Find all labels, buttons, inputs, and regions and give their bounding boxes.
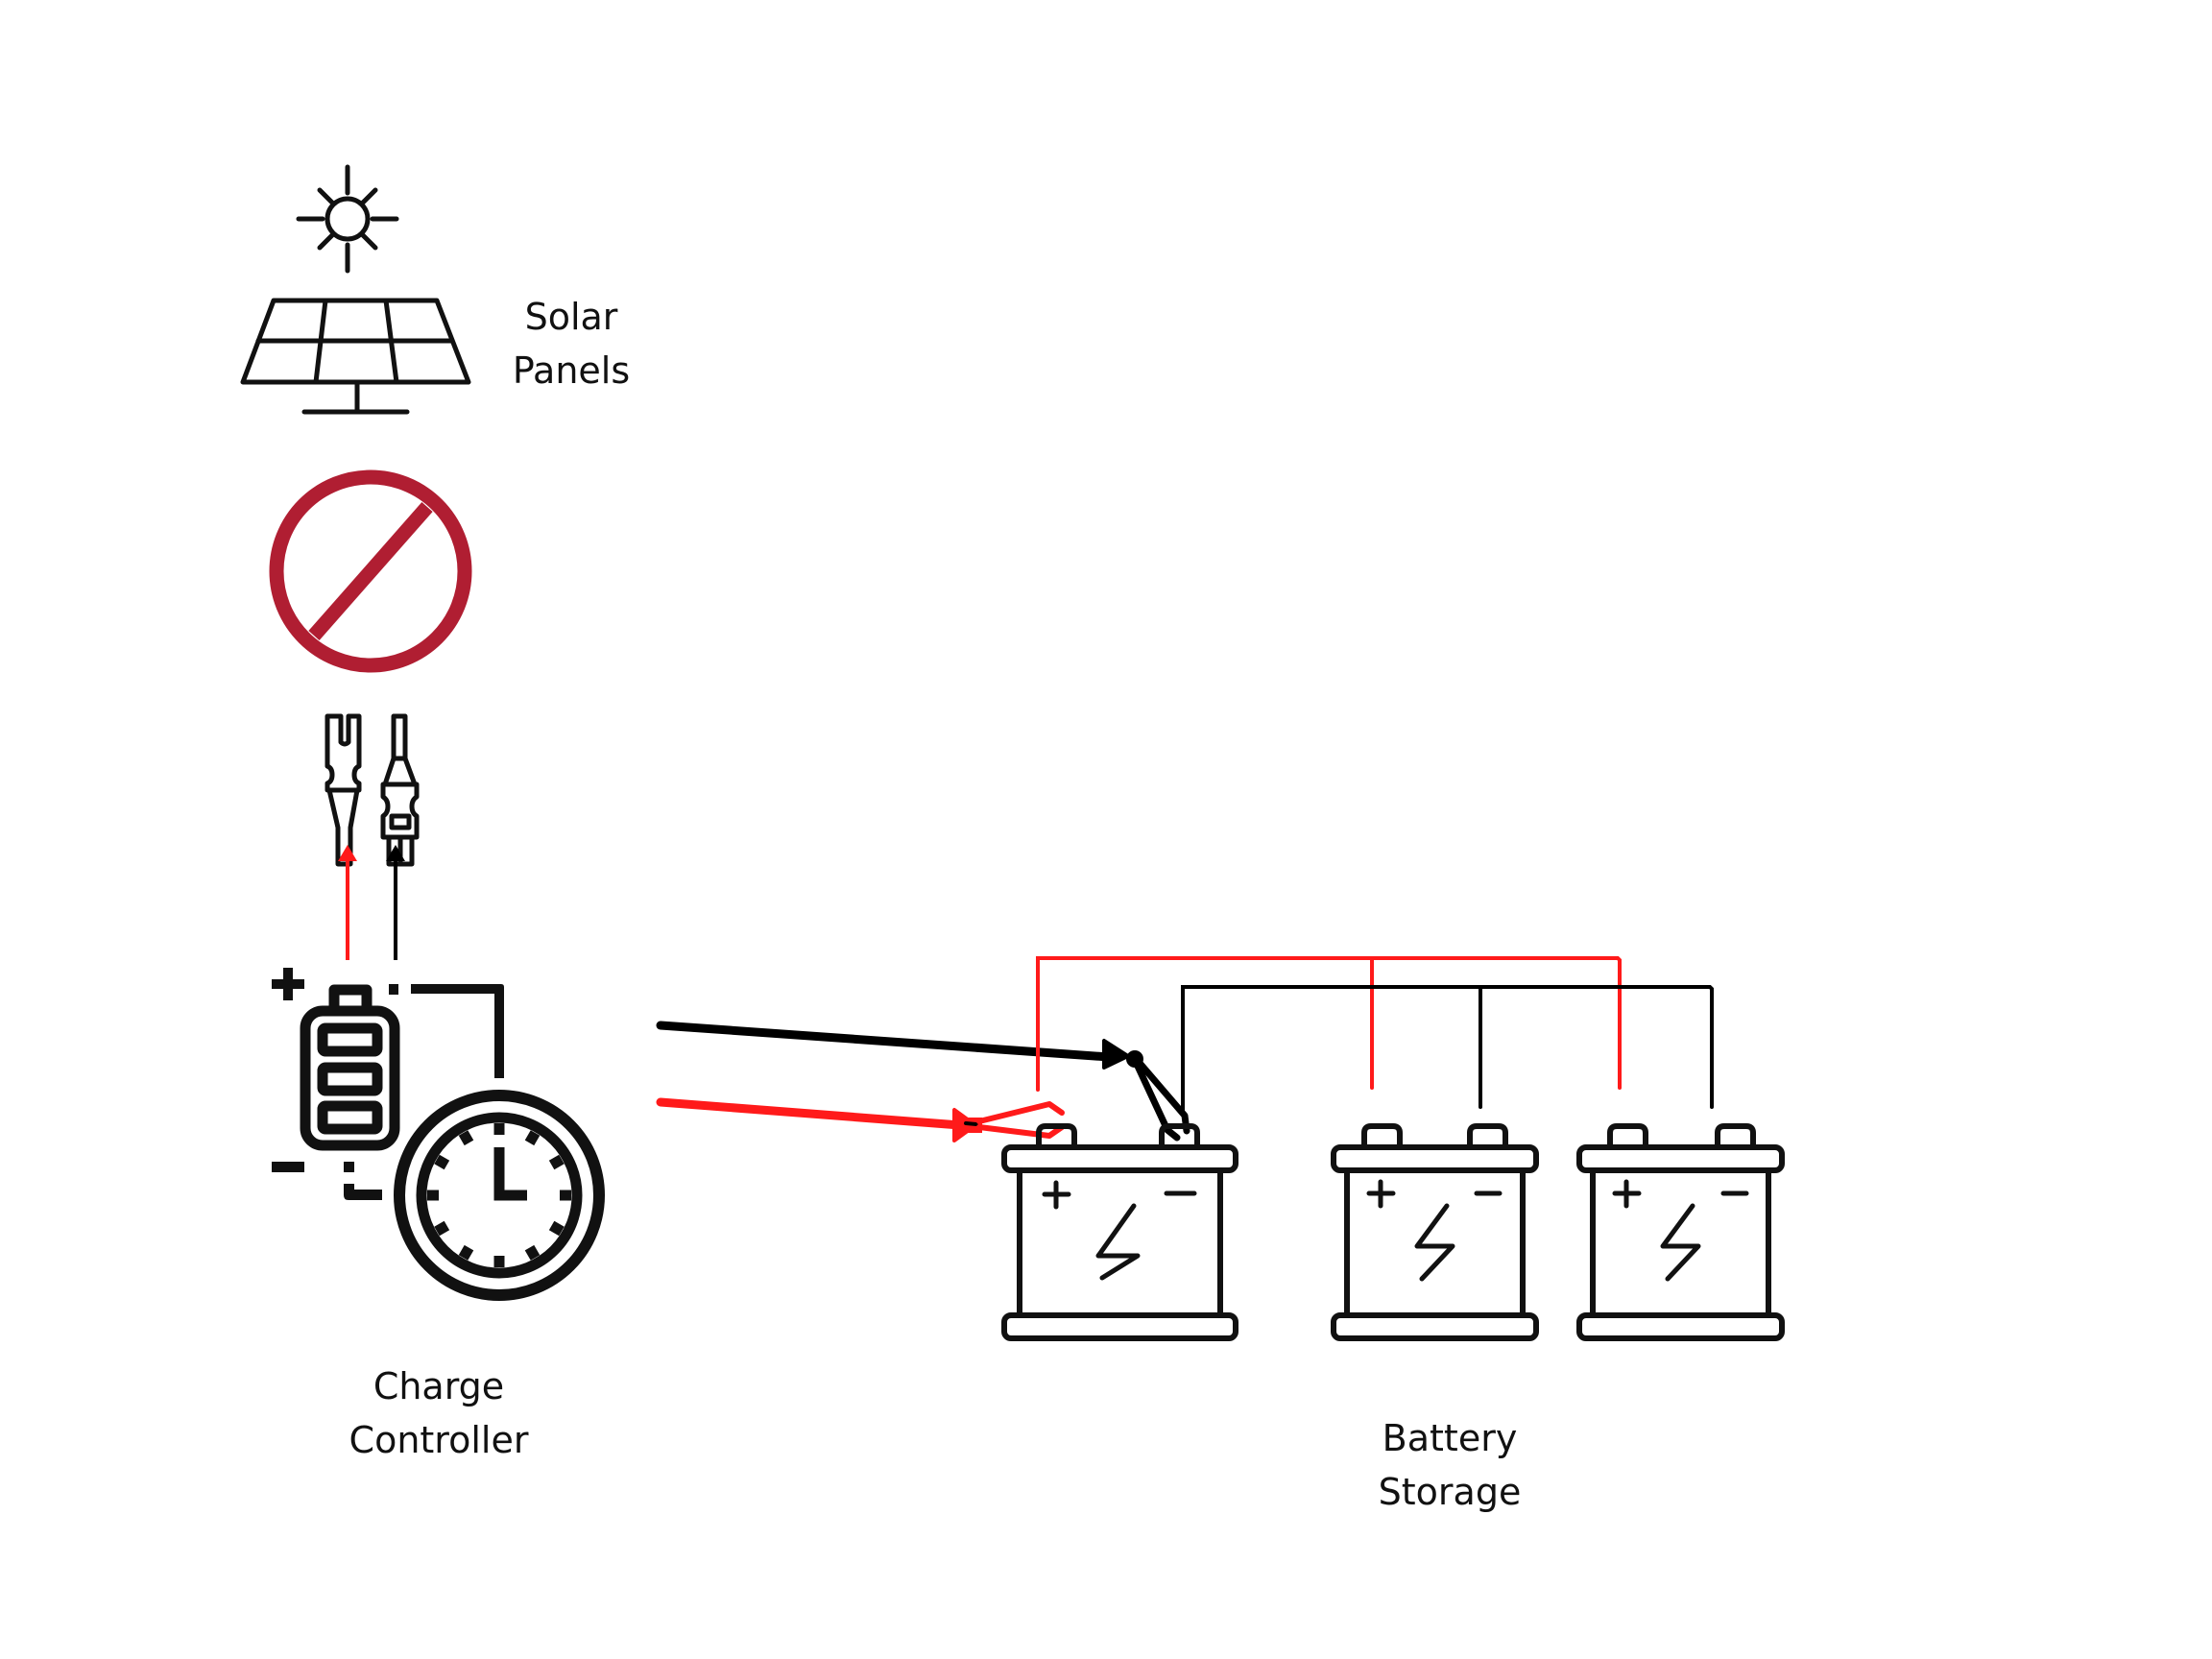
minus-sign-icon xyxy=(272,1162,304,1172)
charge-controller-label-line2: Controller xyxy=(349,1419,529,1461)
battery-storage-label-line1: Battery xyxy=(1382,1417,1518,1459)
solar-panel-icon xyxy=(240,164,471,415)
charge-controller-icon xyxy=(272,968,605,1301)
controller-wire-icon xyxy=(389,984,504,1078)
charge-controller-label-line1: Charge xyxy=(373,1365,504,1407)
battery-1-icon xyxy=(1001,1123,1238,1341)
positive-wire-to-connector xyxy=(338,845,357,960)
plus-sign-icon xyxy=(272,968,304,1000)
mc4-male-connector-icon xyxy=(380,713,420,867)
controller-dash-icon xyxy=(344,1162,382,1200)
positive-bus-wire xyxy=(1036,956,1622,1092)
negative-bus-wire xyxy=(1181,985,1714,1114)
mc4-female-connector-icon xyxy=(325,713,362,867)
solar-panels-label-line1: Solar xyxy=(525,296,618,338)
battery-storage-label-line2: Storage xyxy=(1379,1471,1522,1513)
positive-wire-to-battery xyxy=(656,1097,1065,1142)
clock-icon xyxy=(394,1090,605,1301)
battery-3-icon xyxy=(1576,1123,1785,1341)
battery-2-icon xyxy=(1331,1123,1539,1341)
positive-clamp-icon xyxy=(976,1101,1065,1139)
negative-wire-to-battery xyxy=(656,1021,1190,1142)
panel-grid-icon xyxy=(240,298,471,415)
solar-panels-label-line2: Panels xyxy=(513,349,630,392)
sun-icon xyxy=(296,164,399,274)
battery-level-icon xyxy=(300,984,400,1151)
negative-wire-to-connector xyxy=(386,845,405,960)
prohibited-icon xyxy=(269,469,472,673)
